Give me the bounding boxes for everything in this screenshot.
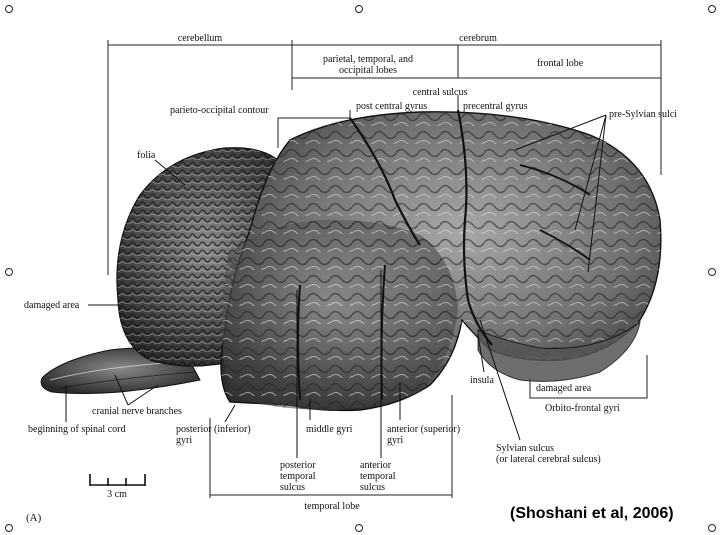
label-pts-line-3: sulcus <box>280 482 305 493</box>
label-parieto-occipital-contour: parieto-occipital contour <box>170 105 269 116</box>
header-parietal-temporal-occipital: parietal, temporal, and occipital lobes <box>323 54 413 76</box>
label-insula: insula <box>470 375 494 386</box>
label-central-sulcus: central sulcus <box>412 87 468 98</box>
label-asg-line-2: gyri <box>387 435 404 446</box>
label-beginning-spinal-cord: beginning of spinal cord <box>28 424 126 435</box>
header-ptol-line-2: occipital lobes <box>338 65 398 76</box>
scale-bar-graphic <box>89 474 146 486</box>
label-pts-line-1: posterior <box>280 460 316 471</box>
selection-handle-mid-left <box>5 268 13 276</box>
label-cranial-nerve-branches: cranial nerve branches <box>92 406 182 417</box>
label-ats-line-1: anterior <box>360 460 392 471</box>
scale-bar-label: 3 cm <box>107 489 127 500</box>
label-pts-line-2: temporal <box>280 471 316 482</box>
label-pig-line-2: gyri <box>176 435 193 446</box>
bottom-brackets <box>209 355 648 498</box>
selection-handle-mid-right <box>708 268 716 276</box>
header-cerebellum: cerebellum <box>177 33 223 44</box>
panel-letter: (A) <box>26 512 42 524</box>
label-damaged-area-right: damaged area <box>536 383 592 394</box>
header-ptol-line-1: parietal, temporal, and <box>323 54 413 65</box>
brain-illustration <box>40 109 662 412</box>
label-asg-line-1: anterior (superior) <box>387 424 461 435</box>
selection-handle-top-left <box>5 5 13 13</box>
label-anterior-superior-gyri: anterior (superior) gyri <box>387 424 460 446</box>
label-orbito-frontal-gyri: Orbito-frontal gyri <box>545 403 620 414</box>
label-ats-line-2: temporal <box>360 471 396 482</box>
label-pig-line-1: posterior (inferior) <box>176 424 251 435</box>
selection-handle-top-center <box>355 5 363 13</box>
label-sylvian-sulcus: Sylvian sulcus (or lateral cerebral sulc… <box>496 443 601 465</box>
label-damaged-area-left: damaged area <box>24 300 80 311</box>
label-post-central-gyrus: post central gyrus <box>356 101 428 112</box>
label-middle-gyri: middle gyri <box>306 424 353 435</box>
top-brackets <box>107 40 662 275</box>
label-ats-line-3: sulcus <box>360 482 385 493</box>
selection-handle-top-right <box>708 5 716 13</box>
label-temporal-lobe: temporal lobe <box>304 501 360 512</box>
label-ss-line-1: Sylvian sulcus <box>496 443 555 454</box>
label-anterior-temporal-sulcus: anterior temporal sulcus <box>360 460 396 493</box>
label-posterior-temporal-sulcus: posterior temporal sulcus <box>280 460 316 493</box>
citation-text: (Shoshani et al, 2006) <box>510 505 674 522</box>
label-pre-sylvian-sulci: pre-Sylvian sulci <box>609 109 678 120</box>
pointer-lines <box>65 114 607 458</box>
label-folia: folia <box>137 150 156 161</box>
selection-handle-bottom-right <box>708 524 716 532</box>
label-precentral-gyrus: precentral gyrus <box>463 101 528 112</box>
selection-handle-bottom-center <box>355 524 363 532</box>
header-frontal-lobe: frontal lobe <box>536 58 584 69</box>
label-posterior-inferior-gyri: posterior (inferior) gyri <box>176 424 251 446</box>
header-cerebrum: cerebrum <box>459 33 497 44</box>
selection-handle-bottom-left <box>5 524 13 532</box>
label-ss-line-2: (or lateral cerebral sulcus) <box>496 454 601 465</box>
